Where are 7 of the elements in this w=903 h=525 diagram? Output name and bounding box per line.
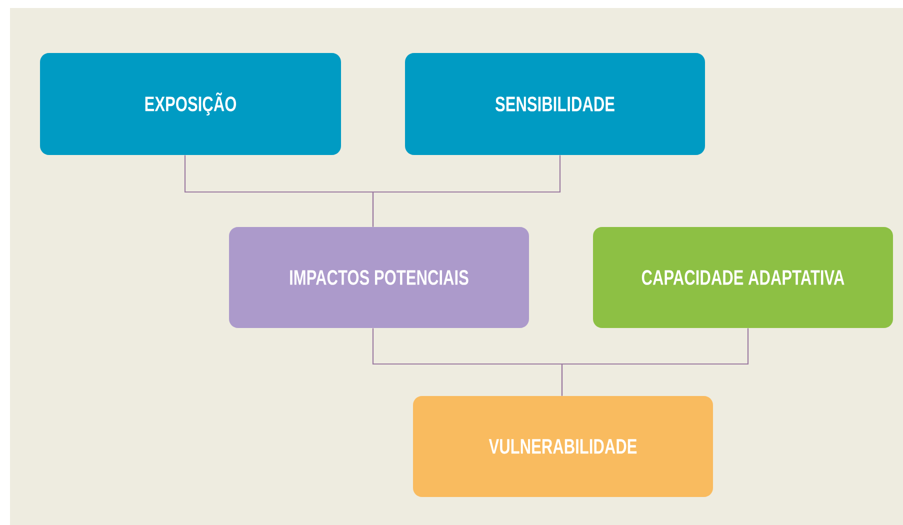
connector-line <box>372 155 561 227</box>
process-box: CAPACIDADE ADAPTATIVA <box>593 227 893 328</box>
process-box: SENSIBILIDADE <box>405 53 705 155</box>
connector-line <box>561 328 749 396</box>
process-box: VULNERABILIDADE <box>413 396 713 497</box>
process-box: IMPACTOS POTENCIAIS <box>229 227 529 328</box>
process-box: EXPOSIÇÃO <box>40 53 341 155</box>
